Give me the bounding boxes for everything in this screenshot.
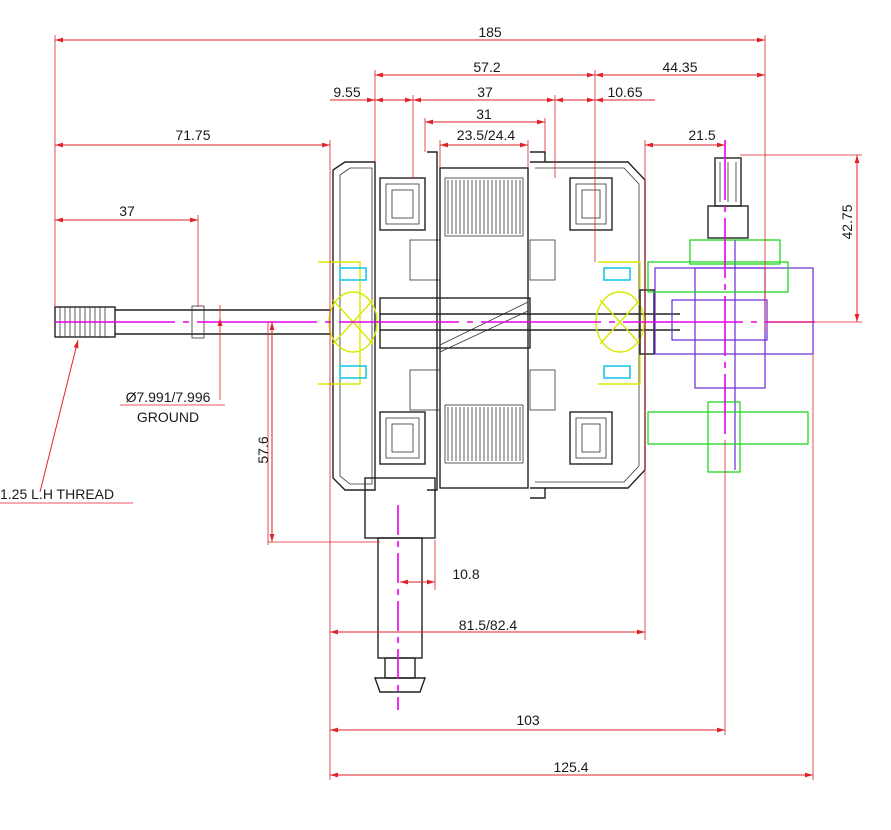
annotation-notes: Ø7.991/7.996 GROUND 1.25 L.H THREAD (0, 389, 211, 502)
dim-housing-length: 81.5/82.4 (459, 617, 518, 633)
shaft (54, 305, 680, 339)
gearbox (654, 240, 814, 470)
dim-lamination: 31 (476, 106, 492, 122)
dim-left-offset: 9.55 (333, 84, 360, 100)
dim-rear-projection: 44.35 (662, 59, 697, 75)
dimension-labels: 185 57.2 44.35 9.55 37 10.65 31 23.5/24.… (119, 24, 855, 775)
dim-thread-length: 37 (119, 203, 135, 219)
centerlines (55, 140, 815, 710)
dim-core-width: 37 (477, 84, 493, 100)
dim-stack-height: 23.5/24.4 (457, 127, 516, 143)
dim-gear-center: 103 (516, 712, 540, 728)
dim-terminal-width: 10.8 (452, 566, 479, 582)
note-ground: GROUND (137, 409, 199, 425)
dim-shaft-to-housing: 71.75 (175, 127, 210, 143)
stator-lamination-lines (447, 180, 521, 461)
dim-right-offset: 10.65 (607, 84, 642, 100)
dim-total-assembly: 125.4 (553, 759, 588, 775)
worm-gear (647, 239, 809, 473)
bearing-left (318, 261, 378, 385)
dimension-lines (0, 35, 862, 780)
note-thread: 1.25 L.H THREAD (0, 486, 114, 502)
dim-overall-length: 185 (478, 24, 502, 40)
stator-windings-bottom (379, 404, 613, 465)
stator-windings-top (379, 177, 613, 237)
dim-gearbox-offset: 21.5 (688, 127, 715, 143)
dim-gearbox-height: 42.75 (839, 204, 855, 239)
dim-shaft-drop: 57.6 (255, 436, 271, 463)
output-shaft (707, 157, 749, 239)
terminal-connector (364, 477, 436, 693)
rotor (379, 239, 556, 411)
note-shaft-diameter: Ø7.991/7.996 (126, 389, 211, 405)
dim-stator-width: 57.2 (473, 59, 500, 75)
